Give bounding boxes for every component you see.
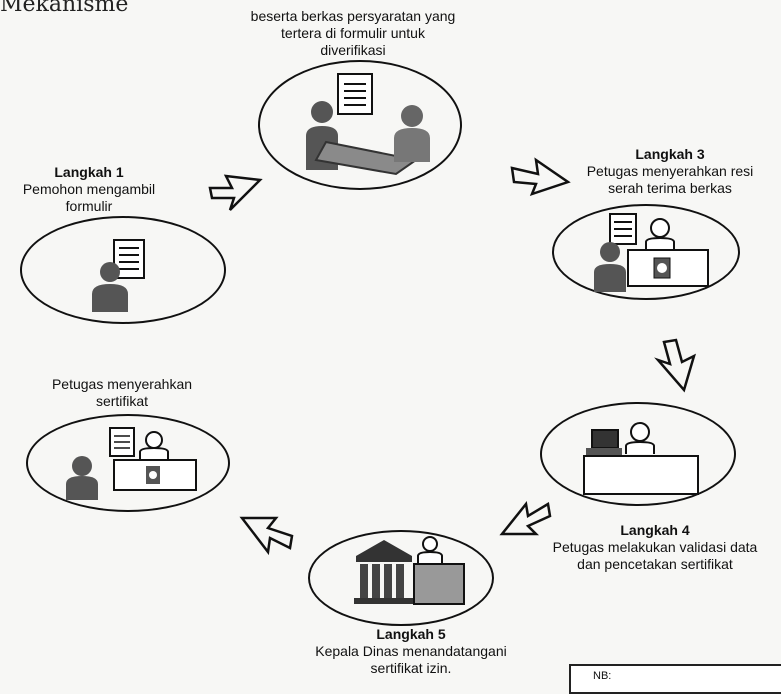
step1-title: Langkah 1 [54, 164, 124, 180]
page-heading: Mekanisme [0, 0, 129, 17]
step1-line2: formulir [65, 198, 113, 214]
step4-text: Langkah 4 Petugas melakukan validasi dat… [530, 522, 780, 573]
step5-text: Langkah 5 Kepala Dinas menandatangani se… [276, 626, 546, 677]
step4-line1: Petugas melakukan validasi data [552, 539, 758, 555]
arrow-icon [208, 174, 263, 211]
step3-text: Langkah 3 Petugas menyerahkan resi serah… [565, 146, 775, 197]
step4-title: Langkah 4 [620, 522, 690, 538]
step3-line1: Petugas menyerahkan resi [586, 163, 754, 179]
step1-text: Langkah 1 Pemohon mengambil formulir [0, 164, 178, 215]
building-officer-icon [354, 536, 465, 605]
arrow-icon [239, 516, 294, 556]
arrow-icon [654, 338, 697, 393]
step5-line1: Kepala Dinas menandatangani [315, 643, 507, 659]
step6-line2: sertifikat [95, 393, 149, 409]
step4-line2: dan pencetakan sertifikat [577, 556, 733, 572]
note-box: NB: [569, 664, 781, 694]
arrow-icon [510, 157, 571, 197]
step5-line2: sertifikat izin. [370, 660, 452, 676]
step6-text: Petugas menyerahkan sertifikat [22, 376, 222, 410]
step2-line1: beserta berkas persyaratan yang [250, 8, 456, 24]
note-box-label: NB: [593, 670, 612, 682]
step1-line1: Pemohon mengambil [22, 181, 156, 197]
step3-title: Langkah 3 [635, 146, 705, 162]
officer-desk-icon [594, 213, 709, 292]
step6-line1: Petugas menyerahkan [51, 376, 193, 392]
step5-title: Langkah 5 [376, 626, 446, 642]
meeting-icon [306, 73, 430, 176]
arrow-icon [499, 501, 552, 536]
handover-icon [66, 427, 197, 500]
computer-desk-icon [583, 422, 699, 495]
step2-text: beserta berkas persyaratan yang tertera … [218, 8, 488, 59]
step2-line2: tertera di formulir untuk [281, 25, 425, 41]
step3-line2: serah terima berkas [608, 180, 732, 196]
step2-line3: diverifikasi [320, 42, 386, 58]
person-form-icon [92, 239, 145, 312]
